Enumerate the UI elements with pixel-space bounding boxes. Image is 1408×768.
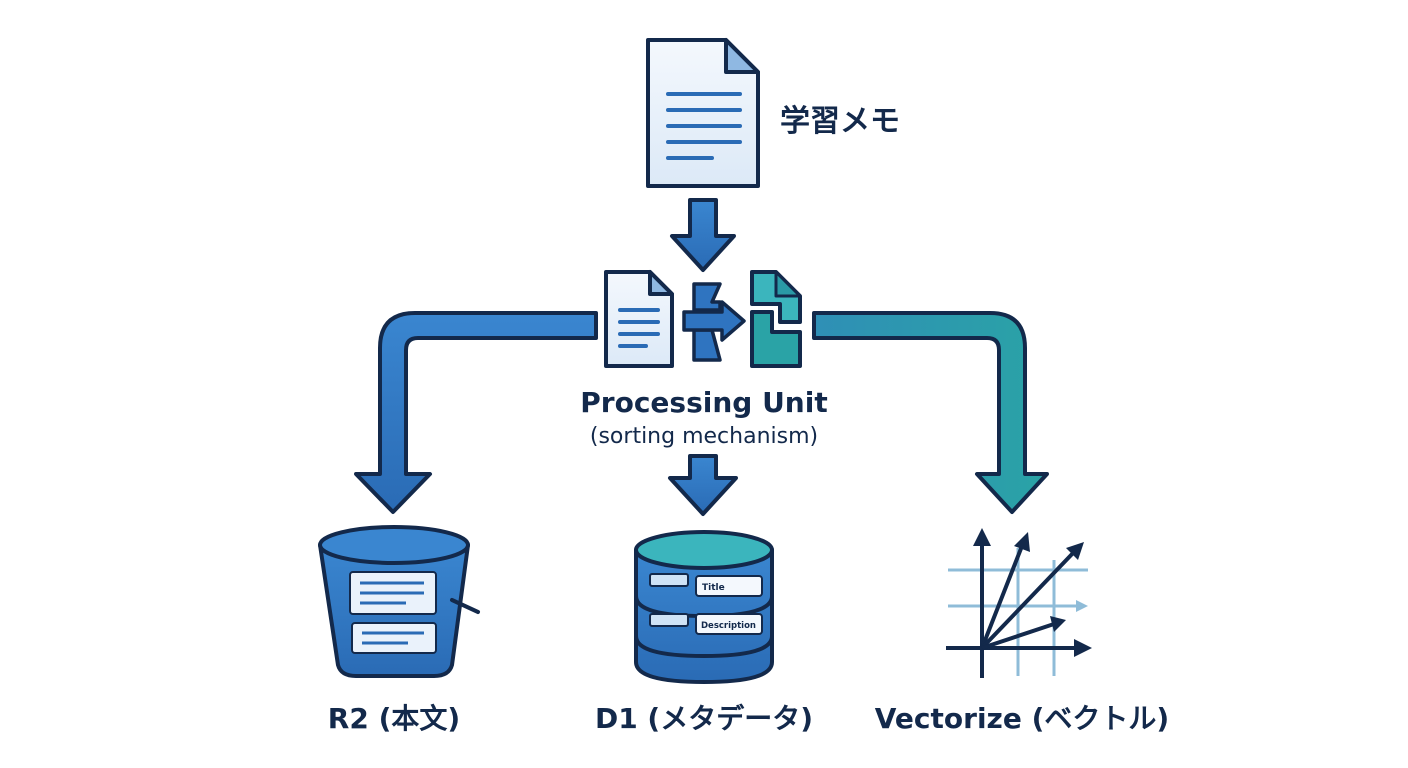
sorting-mechanism-icon: [604, 270, 802, 368]
arrow-to-r2: [354, 311, 598, 514]
vectorize-label: Vectorize (ベクトル): [875, 702, 1169, 735]
processor-subtitle: (sorting mechanism): [590, 424, 818, 449]
arrow-to-d1: [668, 454, 738, 516]
vector-axes-icon: [946, 528, 1092, 678]
d1-label: D1 (メタデータ): [595, 702, 813, 735]
r2-label: R2 (本文): [328, 702, 460, 735]
processor-title: Processing Unit: [580, 386, 827, 419]
d1-field-title: Title: [702, 583, 725, 593]
arrow-to-processor: [670, 198, 736, 272]
source-document-icon: [646, 38, 760, 188]
database-icon: [634, 530, 774, 684]
bucket-storage-icon: [318, 525, 480, 678]
source-label: 学習メモ: [780, 104, 900, 139]
arrow-to-vectorize: [812, 311, 1049, 514]
d1-field-description: Description: [701, 621, 756, 631]
